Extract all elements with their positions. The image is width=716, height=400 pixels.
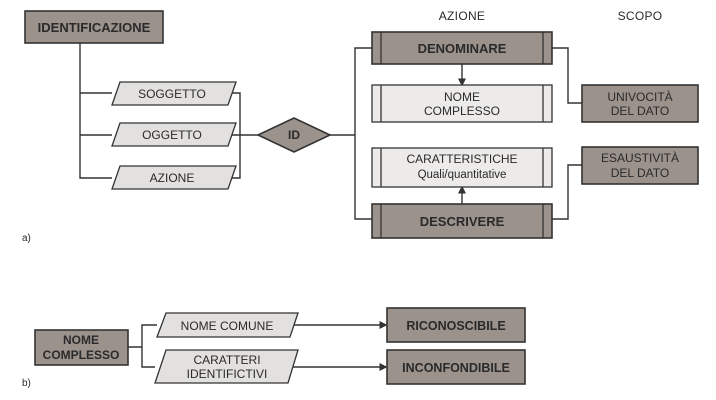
object-label: OGGETTO bbox=[142, 128, 202, 142]
unmistakable-label: INCONFONDIBILE bbox=[402, 361, 510, 375]
describe-box: DESCRIVERE bbox=[371, 203, 553, 239]
subject-label: SOGGETTO bbox=[138, 87, 206, 101]
identification-box: IDENTIFICAZIONE bbox=[24, 10, 164, 44]
action-input: AZIONE bbox=[111, 165, 237, 190]
uniqueness-box: UNIVOCITÀ DEL DATO bbox=[581, 84, 699, 123]
complex-name-box: NOME COMPLESSO bbox=[371, 84, 553, 123]
part-a: IDENTIFICAZIONE SOGGETTO OGGETTO AZIONE … bbox=[22, 10, 699, 244]
characteristics-label-line1: CARATTERISTICHE bbox=[406, 152, 517, 166]
exhaustiveness-box: ESAUSTIVITÀ DEL DATO bbox=[581, 146, 699, 185]
unmistakable-box: INCONFONDIBILE bbox=[386, 349, 526, 385]
denominate-label: DENOMINARE bbox=[418, 41, 507, 56]
b-complex-name-box: NOME COMPLESSO bbox=[34, 329, 129, 366]
uniqueness-label-line1: UNIVOCITÀ bbox=[607, 89, 672, 104]
b-complex-name-line2: COMPLESSO bbox=[43, 348, 120, 362]
identifying-features-input: CARATTERI IDENTIFICTIVI bbox=[154, 349, 299, 384]
id-diamond: ID bbox=[256, 117, 332, 153]
exhaustiveness-label-line1: ESAUSTIVITÀ bbox=[601, 150, 679, 165]
common-name-label: NOME COMUNE bbox=[181, 319, 274, 333]
denominate-to-uniqueness-connector bbox=[552, 47, 582, 104]
characteristics-label-line2: Quali/quantitative bbox=[418, 169, 507, 181]
complex-name-label-line2: COMPLESSO bbox=[424, 104, 500, 118]
recognizable-box: RICONOSCIBILE bbox=[386, 307, 526, 343]
exhaustiveness-label-line2: DEL DATO bbox=[611, 166, 669, 180]
identification-connector bbox=[79, 43, 112, 179]
part-b-caption: b) bbox=[22, 378, 31, 389]
object-input: OGGETTO bbox=[111, 122, 237, 147]
characteristics-box: CARATTERISTICHE Quali/quantitative bbox=[371, 147, 553, 188]
identifying-features-line2: IDENTIFICTIVI bbox=[187, 367, 268, 381]
subject-input: SOGGETTO bbox=[111, 81, 237, 106]
id-label: ID bbox=[288, 128, 300, 142]
describe-label: DESCRIVERE bbox=[420, 214, 505, 229]
part-b: NOME COMPLESSO NOME COMUNE CARATTERI IDE… bbox=[22, 307, 526, 389]
complex-name-label-line1: NOME bbox=[444, 90, 480, 104]
uniqueness-label-line2: DEL DATO bbox=[611, 104, 669, 118]
action-label: AZIONE bbox=[150, 171, 195, 185]
denominate-box: DENOMINARE bbox=[371, 31, 553, 65]
recognizable-label: RICONOSCIBILE bbox=[406, 319, 505, 333]
complex-name-branch-connector bbox=[128, 324, 157, 368]
b-complex-name-line1: NOME bbox=[63, 333, 99, 347]
inputs-to-id-connector bbox=[228, 92, 258, 179]
purpose-column-header: SCOPO bbox=[618, 9, 663, 23]
action-column-header: AZIONE bbox=[439, 9, 485, 23]
common-name-input: NOME COMUNE bbox=[156, 312, 299, 338]
id-to-actions-connector bbox=[330, 47, 372, 220]
identifying-features-line1: CARATTERI bbox=[193, 353, 260, 367]
describe-to-exhaustiveness-connector bbox=[552, 164, 582, 220]
identification-label: IDENTIFICAZIONE bbox=[38, 20, 151, 35]
part-a-caption: a) bbox=[22, 233, 31, 244]
